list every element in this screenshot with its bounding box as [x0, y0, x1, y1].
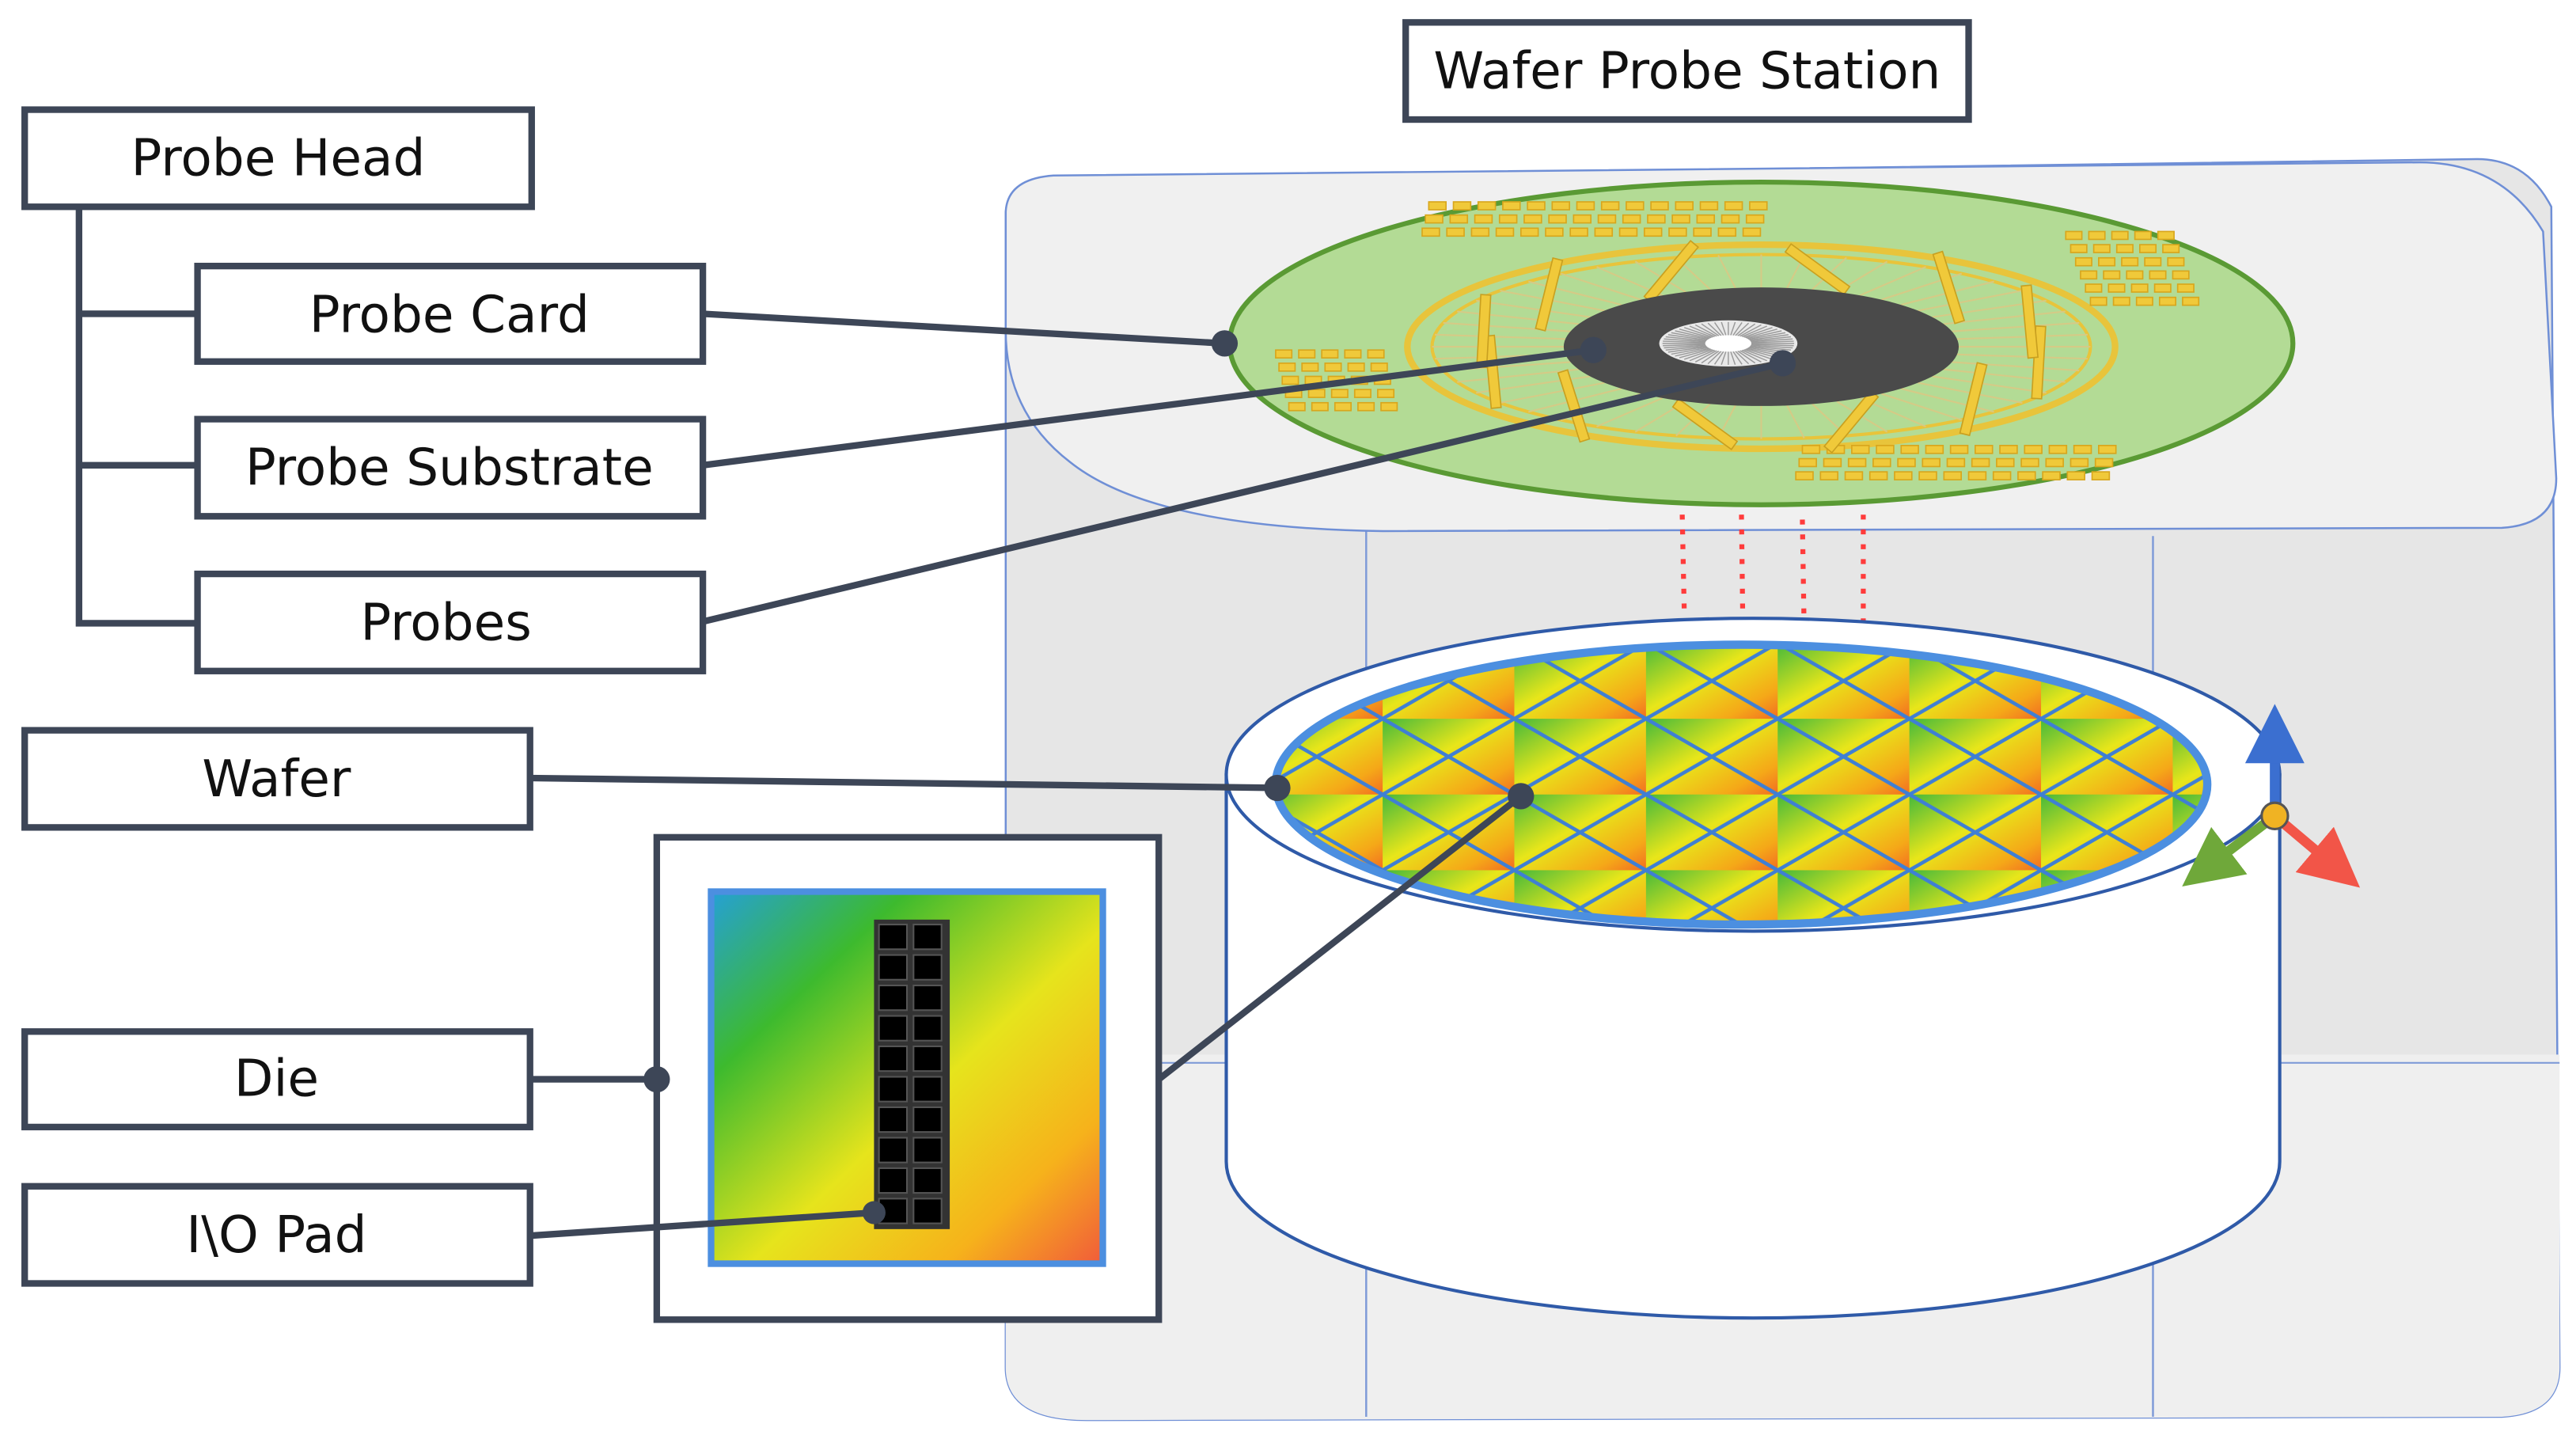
label-io-pad-text: I\O Pad: [186, 1205, 366, 1265]
leader-dots: [643, 330, 1796, 1224]
label-die: Die: [21, 1028, 533, 1131]
label-probe-substrate-text: Probe Substrate: [245, 438, 654, 498]
label-probes-text: Probes: [360, 593, 531, 652]
probe-substrate: [1563, 287, 1960, 406]
label-wafer: Wafer: [21, 727, 533, 831]
die-inset: [653, 833, 1163, 1323]
label-probe-substrate: Probe Substrate: [194, 416, 707, 520]
diagram-title: Wafer Probe Station: [1433, 42, 1941, 101]
title-box: Wafer Probe Station: [1402, 19, 1972, 123]
label-wafer-text: Wafer: [202, 750, 351, 809]
axis-triad-icon: [2182, 704, 2361, 888]
label-io-pad: I\O Pad: [21, 1183, 533, 1287]
io-pad-column: [874, 919, 950, 1229]
label-probe-head-text: Probe Head: [131, 129, 426, 188]
label-probe-card-text: Probe Card: [309, 285, 590, 344]
label-probes: Probes: [194, 570, 707, 674]
leader-lines: [75, 207, 1784, 1240]
label-probe-card: Probe Card: [194, 262, 707, 365]
label-die-text: Die: [234, 1049, 319, 1108]
label-probe-head: Probe Head: [21, 106, 535, 211]
